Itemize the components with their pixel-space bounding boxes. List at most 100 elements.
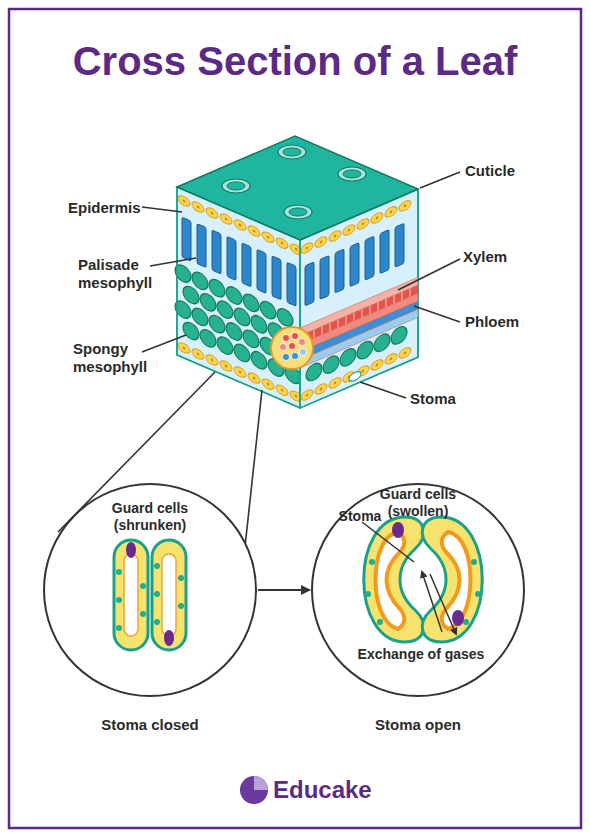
xylem-stripe	[377, 302, 378, 310]
phloem-band	[300, 309, 418, 368]
chloroplast	[471, 559, 477, 565]
cell-nucleus	[390, 357, 393, 361]
palisade-cell	[242, 243, 251, 287]
chloroplast	[178, 575, 184, 581]
epidermis-cell	[248, 224, 260, 238]
nucleus	[392, 522, 404, 538]
epidermis-cell	[178, 194, 190, 208]
chloroplast	[140, 611, 146, 617]
epidermis-cell	[192, 200, 204, 214]
xylem-stripe	[345, 316, 346, 324]
stoma-ring-inner	[227, 182, 245, 190]
spongy-cell	[183, 320, 199, 343]
cell-nucleus	[362, 222, 365, 226]
leader-line	[150, 258, 196, 266]
zoom-circle	[44, 484, 256, 696]
stoma-pore	[349, 370, 361, 383]
cell-nucleus	[306, 246, 309, 250]
phloem-band	[300, 301, 418, 360]
chloroplast	[154, 619, 160, 625]
epidermis-cell	[220, 359, 232, 373]
xylem-stripe	[401, 292, 402, 300]
chloroplast	[154, 563, 160, 569]
cell-nucleus	[404, 204, 407, 208]
stoma-ring	[338, 167, 366, 181]
epidermis-cell	[276, 383, 288, 397]
part-label: Exchange of gases	[346, 646, 496, 663]
guard-cell	[114, 540, 148, 650]
cell-nucleus	[348, 228, 351, 232]
palisade-cell	[365, 236, 374, 280]
chloroplast	[140, 583, 146, 589]
spongy-cell	[200, 327, 216, 350]
cuticle-surface	[177, 136, 418, 240]
cell-nucleus	[281, 241, 284, 245]
cell-nucleus	[281, 388, 284, 392]
chloroplast	[116, 597, 122, 603]
part-label: Spongy mesophyll	[73, 340, 155, 376]
epidermis-cell	[371, 211, 383, 225]
epidermis-cell	[357, 217, 369, 231]
palisade-cell	[305, 262, 314, 306]
epidermis-cell	[399, 199, 411, 213]
epidermis-cell	[220, 212, 232, 226]
chloroplast	[116, 625, 122, 631]
cell-nucleus	[183, 199, 186, 203]
guard-cell-body	[422, 517, 482, 642]
cell-nucleus	[225, 217, 228, 221]
epidermis-cell	[301, 241, 313, 255]
vessel	[282, 353, 289, 360]
guard-cell	[152, 540, 186, 650]
palisade-cell	[197, 224, 206, 268]
vein-cross-section	[271, 327, 313, 369]
xylem-stripe	[409, 289, 410, 297]
zoom-line	[244, 390, 262, 556]
title: Cross Section of a Leaf	[0, 38, 590, 84]
xylem-stripe	[361, 309, 362, 317]
cell-nucleus	[362, 369, 365, 373]
xylem-stripe	[353, 313, 354, 321]
cell-nucleus	[253, 376, 256, 380]
palisade-cell	[272, 256, 281, 300]
cell-nucleus	[376, 363, 379, 367]
epidermis-cell	[234, 365, 246, 379]
vessel	[291, 352, 298, 359]
xylem-stripe	[369, 306, 370, 314]
epidermis-cell	[329, 229, 341, 243]
palisade-cell	[395, 223, 404, 267]
logo-text: Educake	[273, 776, 403, 804]
chloroplast	[475, 591, 481, 597]
cell-nucleus	[197, 352, 200, 356]
vacuole	[442, 532, 471, 629]
circle-heading: Guard cells (shrunken)	[80, 500, 220, 534]
xylem-stripe	[321, 327, 322, 335]
palisade-cell	[287, 262, 296, 306]
cell-nucleus	[253, 229, 256, 233]
epidermis-cell	[206, 206, 218, 220]
cell-nucleus	[267, 235, 270, 239]
leader-line	[420, 172, 460, 188]
epidermis-cell	[276, 236, 288, 250]
epidermis-cell	[385, 352, 397, 366]
vessel	[299, 348, 306, 355]
spongy-cell	[251, 349, 267, 372]
part-label: Xylem	[463, 248, 563, 266]
cell-nucleus	[320, 240, 323, 244]
cell-nucleus	[404, 351, 407, 355]
epidermis-cell	[178, 341, 190, 355]
epidermis-cell	[315, 235, 327, 249]
vessel	[298, 338, 305, 345]
stoma-ring	[278, 145, 306, 159]
epidermis-cell	[315, 382, 327, 396]
vessel	[282, 334, 289, 341]
cell-nucleus	[390, 210, 393, 214]
xylem-stripe	[329, 323, 330, 331]
chloroplasts	[116, 563, 184, 631]
nucleus	[452, 610, 464, 626]
cell-nucleus	[225, 364, 228, 368]
palisade-cell	[320, 256, 329, 300]
chloroplast	[369, 559, 375, 565]
xylem-stripe	[313, 330, 314, 338]
